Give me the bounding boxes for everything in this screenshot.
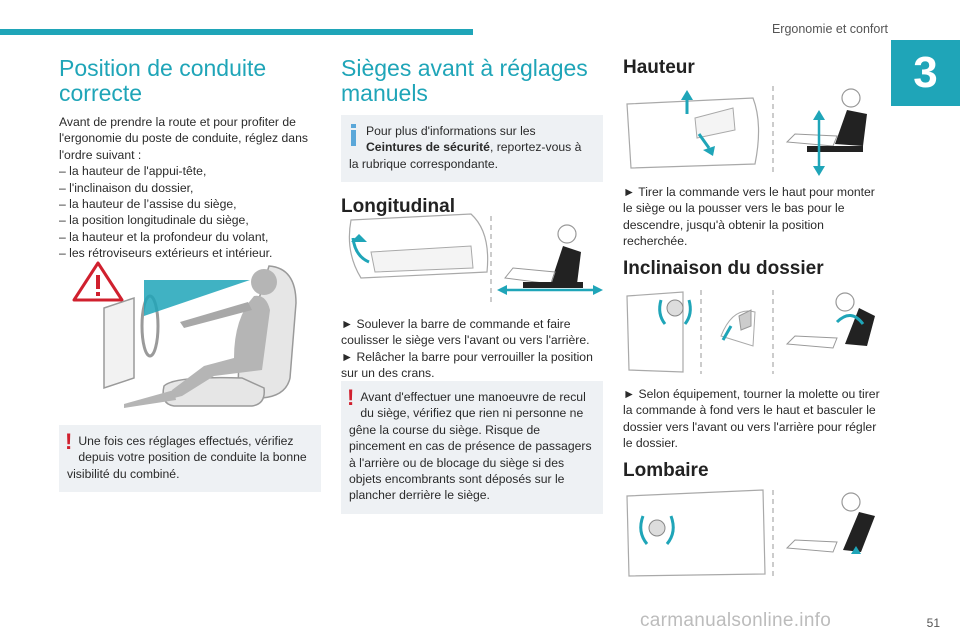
driver-position-illustration <box>72 261 297 408</box>
watermark: carmanualsonline.info <box>640 610 832 631</box>
warning-triangle-icon <box>72 261 124 302</box>
longitudinal-instructions: ► Soulever la barre de commande et faire… <box>341 316 603 382</box>
info-text: Pour plus d'informations sur les <box>366 124 536 138</box>
height-step: ► Tirer la commande vers le haut pour mo… <box>623 185 875 249</box>
seatbelt-info-note: Pour plus d'informations sur les Ceintur… <box>341 115 603 183</box>
page-number: 51 <box>926 616 940 630</box>
driving-position-title: Position de conduite correcte <box>59 55 267 106</box>
longitudinal-adjust-illustration <box>348 213 603 304</box>
column-driving-position: Position de conduite correcte Avant de p… <box>59 56 321 262</box>
pinch-warning-note: ! Avant d'effectuer une manoeuvre de rec… <box>341 381 603 514</box>
pinch-warning-text: Avant d'effectuer une manoeuvre de recul… <box>349 390 592 503</box>
recline-step: ► Selon équipement, tourner la molette o… <box>623 387 880 451</box>
column-manual-seats: Sièges avant à réglages manuels Pour plu… <box>341 56 603 218</box>
visibility-warning-note: ! Une fois ces réglages effectués, vérif… <box>59 425 321 493</box>
info-link-text: Ceintures de sécurité <box>366 140 490 155</box>
list-item: – la position longitudinale du siège, <box>59 213 249 228</box>
info-icon <box>351 124 356 146</box>
section-title: Ergonomie et confort <box>771 22 888 36</box>
longitudinal-step-2: ► Relâcher la barre pour verrouiller la … <box>341 349 593 381</box>
manual-seats-title: Sièges avant à réglages manuels <box>341 55 588 106</box>
warning-text: Une fois ces réglages effectués, vérifie… <box>67 434 307 481</box>
height-section: Hauteur <box>623 57 885 79</box>
warning-icon: ! <box>65 429 73 454</box>
longitudinal-heading: Longitudinal <box>341 196 455 218</box>
warning-icon: ! <box>347 385 355 410</box>
recline-instructions: ► Selon équipement, tourner la molette o… <box>623 386 885 452</box>
recline-section: Inclinaison du dossier <box>623 258 885 280</box>
list-item: – la hauteur et la profondeur du volant, <box>59 229 269 244</box>
list-item: – les rétroviseurs extérieurs et intérie… <box>59 246 273 261</box>
lumbar-section: Lombaire <box>623 460 885 482</box>
recline-heading: Inclinaison du dossier <box>623 258 824 279</box>
height-instructions: ► Tirer la commande vers le haut pour mo… <box>623 184 885 250</box>
list-item: – la hauteur de l'appui-tête, <box>59 164 207 179</box>
recline-adjust-illustration <box>626 290 875 374</box>
list-item: – l'inclinaison du dossier, <box>59 180 194 195</box>
lumbar-adjust-illustration <box>626 489 875 578</box>
height-heading: Hauteur <box>623 57 695 78</box>
driving-position-intro: Avant de prendre la route et pour profit… <box>59 115 308 162</box>
info-text-end: , reportez-vous à la rubrique correspond… <box>349 140 582 171</box>
header-accent-bar <box>0 29 473 35</box>
list-item: – la hauteur de l’assise du siège, <box>59 197 237 212</box>
height-adjust-illustration <box>626 86 867 176</box>
chapter-number-badge: 3 <box>891 40 960 106</box>
longitudinal-step-1: ► Soulever la barre de commande et faire… <box>341 317 590 348</box>
adjustment-order-list: – la hauteur de l'appui-tête, – l'inclin… <box>59 163 321 261</box>
lumbar-heading: Lombaire <box>623 460 709 481</box>
